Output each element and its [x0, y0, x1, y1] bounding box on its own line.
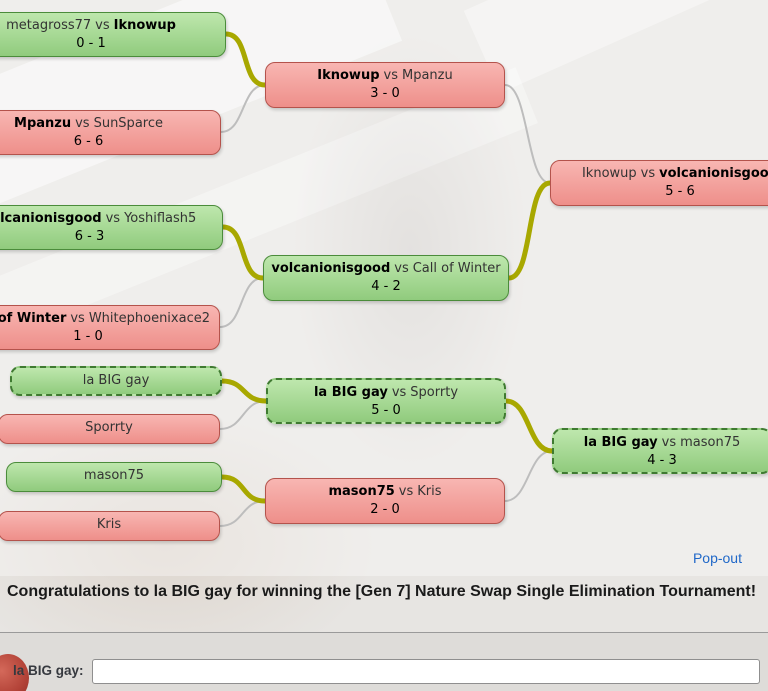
player2-name: SunSparce	[93, 116, 163, 131]
connector-loser-r1m4-r2m2	[219, 277, 264, 328]
player1-name: volcanionisgood	[0, 211, 102, 226]
player2-name: Call of Winter	[412, 261, 501, 276]
connector-loser-r2m4-r3m2	[504, 450, 553, 502]
vs-label: vs	[105, 211, 121, 226]
connector-winner-r1b1-r2m3	[219, 378, 269, 404]
player2-name: mason75	[680, 435, 741, 450]
match-score: 6 - 3	[74, 229, 105, 244]
connector-winner-r2m2-r3m1	[506, 180, 553, 281]
player2-name: Yoshiflash5	[124, 211, 197, 226]
match-box-r1-3: volcanionisgoodvsYoshiflash5 6 - 3	[0, 205, 223, 250]
player1-name: metagross77	[6, 18, 92, 33]
bye-player-name: la BIG gay	[82, 373, 150, 388]
connector-loser-r1b4-r2m4	[219, 500, 266, 527]
vs-label: vs	[661, 435, 677, 450]
player2-name: Kris	[417, 484, 442, 499]
match-score: 6 - 6	[73, 134, 104, 149]
connector-winner-r1b3-r2m4	[219, 474, 268, 504]
vs-label: vs	[95, 18, 110, 33]
player2-name: Iknowup	[113, 18, 176, 33]
vs-label: vs	[70, 311, 85, 326]
bye-player-name: Sporrty	[85, 420, 133, 435]
vs-label: vs	[383, 68, 398, 83]
player1-name: Iknowup	[317, 68, 380, 83]
match-score: 0 - 1	[76, 36, 106, 51]
vs-label: vs	[75, 116, 90, 131]
player2-name: Mpanzu	[401, 68, 453, 83]
connector-winner-r1m1-r2m1	[223, 31, 268, 88]
bye-box-mason75: mason75	[6, 462, 222, 492]
connector-loser-r1b2-r2m3	[219, 400, 267, 430]
match-score: 5 - 0	[371, 403, 401, 418]
popout-link[interactable]: Pop-out	[692, 550, 742, 566]
player2-name: Sporrty	[410, 385, 459, 400]
player1-name: mason75	[328, 484, 395, 499]
bye-box-la-big-gay: la BIG gay	[10, 366, 222, 396]
match-score: 2 - 0	[370, 502, 400, 517]
player1-name: Iknowup	[581, 166, 637, 181]
match-score: 4 - 2	[371, 279, 401, 294]
match-players: volcanionisgoodvsYoshiflash5	[0, 211, 222, 226]
player2-name: Whitephoenixace2	[88, 311, 210, 326]
connector-winner-r1m3-r2m2	[220, 224, 266, 281]
connector-winner-r2m3-r3m2	[503, 398, 555, 454]
bye-box-kris: Kris	[0, 511, 220, 541]
chat-message-input[interactable]	[92, 659, 760, 684]
match-score: 3 - 0	[370, 86, 400, 101]
bracket-connectors	[219, 31, 555, 527]
vs-label: vs	[640, 166, 656, 181]
vs-label: vs	[391, 385, 407, 400]
bye-box-sporrty: Sporrty	[0, 414, 220, 444]
player1-name: Mpanzu	[14, 116, 72, 131]
bye-player-name: mason75	[83, 468, 145, 483]
bye-player-name: Kris	[96, 517, 122, 532]
player1-name: volcanionisgood	[271, 261, 391, 276]
player1-name: Call of Winter	[0, 311, 67, 326]
match-score: 5 - 6	[665, 184, 695, 199]
player1-name: la BIG gay	[583, 435, 658, 450]
chat-username-label: la BIG gay:	[13, 663, 84, 678]
player2-name: volcanionisgood	[659, 166, 768, 181]
vs-label: vs	[398, 484, 414, 499]
vs-label: vs	[394, 261, 409, 276]
connector-loser-r2m1-r3m1	[504, 84, 551, 184]
match-score: 4 - 3	[647, 453, 677, 468]
connector-loser-r1m2-r2m1	[220, 84, 266, 133]
tournament-winner-announcement: Congratulations to la BIG gay for winnin…	[7, 583, 757, 600]
player1-name: la BIG gay	[313, 385, 388, 400]
match-score: 1 - 0	[73, 329, 103, 344]
